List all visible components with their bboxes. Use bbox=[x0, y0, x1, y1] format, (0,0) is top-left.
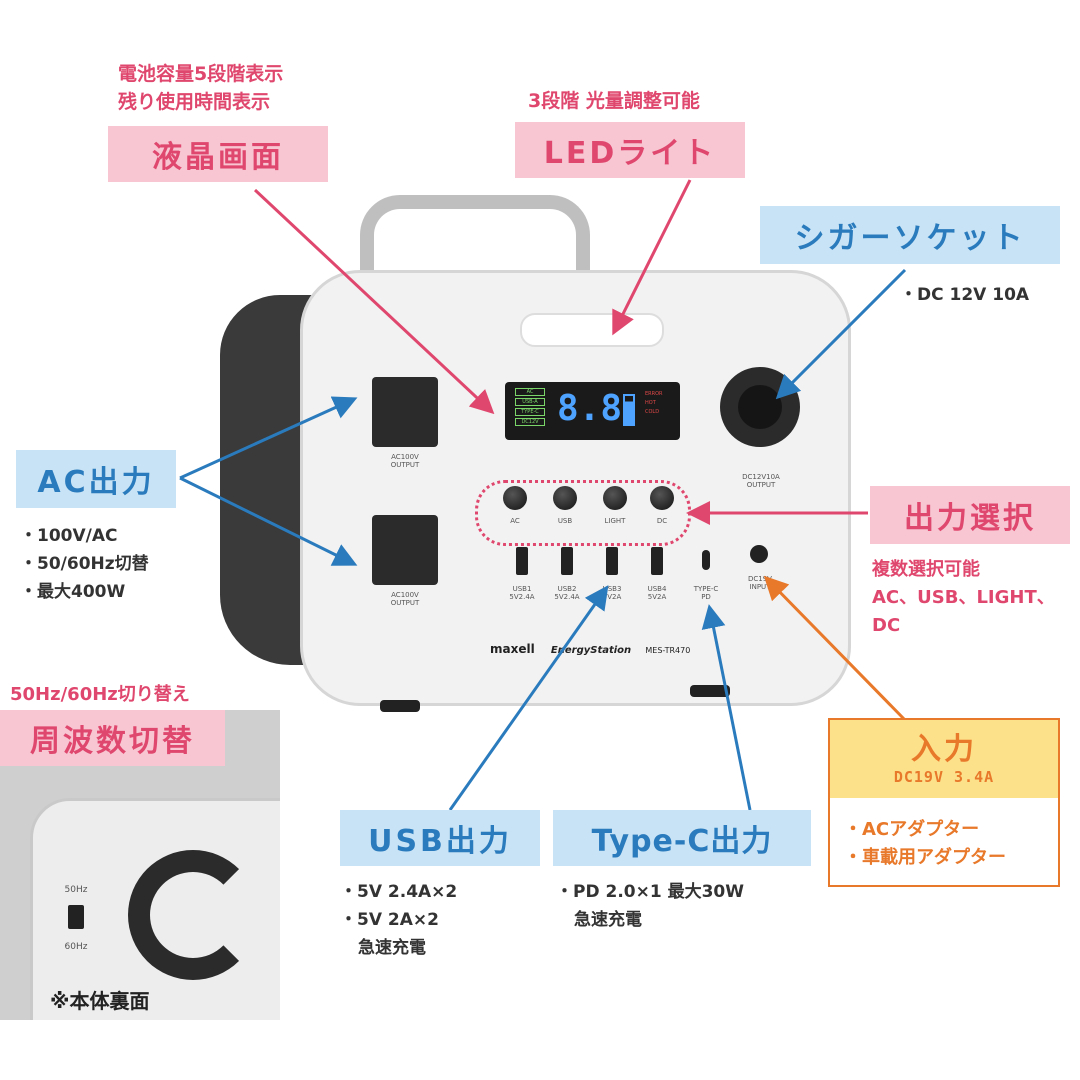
led-note: 3段階 光量調整可能 bbox=[528, 90, 700, 112]
input-label: 入力 bbox=[911, 732, 977, 767]
usb-port-2 bbox=[561, 547, 573, 575]
cigar-socket bbox=[720, 367, 800, 447]
frequency-switch[interactable] bbox=[68, 905, 84, 929]
usb-port-3 bbox=[606, 547, 618, 575]
input-arrow bbox=[763, 575, 907, 722]
ac-output-button-label: AC bbox=[510, 517, 520, 525]
output-select-label: 出力選択 bbox=[870, 486, 1070, 544]
input-header: 入力 DC19V 3.4A bbox=[830, 720, 1058, 798]
dc-output-button-label: DC bbox=[656, 517, 668, 525]
frequency-note: 50Hz/60Hz切り替え bbox=[10, 684, 190, 705]
ac-output-label: AC出力 bbox=[16, 450, 176, 508]
dc-output-button[interactable] bbox=[650, 486, 674, 510]
cigar-socket-label: シガーソケット bbox=[760, 206, 1060, 264]
usb-output-button[interactable] bbox=[553, 486, 577, 510]
cigar-arrow bbox=[775, 268, 907, 400]
typec-port bbox=[702, 550, 710, 570]
output-select-notes: 複数選択可能 AC、USB、LIGHT、 DC bbox=[872, 559, 1055, 636]
usb-port-1 bbox=[516, 547, 528, 575]
brand-logo: maxell EnergyStation MES-TR470 bbox=[490, 642, 691, 656]
hz60-label: 60Hz bbox=[64, 942, 88, 952]
led-light-bar bbox=[520, 313, 664, 347]
lcd-tags: AC USB-A TYPE-C DC12V bbox=[515, 388, 545, 426]
input-items: ・ACアダプター ・車載用アダプター bbox=[844, 819, 1006, 868]
dc-input-jack bbox=[750, 545, 768, 563]
device-foot bbox=[380, 700, 420, 712]
back-panel-caption: ※本体裏面 bbox=[50, 989, 150, 1013]
device-foot bbox=[690, 685, 730, 697]
typec-output-label: Type-C出力 bbox=[553, 810, 811, 866]
ac-arrow-1 bbox=[179, 396, 358, 480]
battery-gauge bbox=[623, 394, 635, 426]
input-spec: DC19V 3.4A bbox=[893, 768, 995, 786]
lcd-digits: 8.8 bbox=[557, 388, 623, 429]
led-label: LEDライト bbox=[515, 122, 745, 178]
fan-vent-icon bbox=[128, 850, 258, 980]
led-arrow bbox=[612, 179, 692, 336]
usb-output-specs: ・5V 2.4A×2 ・5V 2A×2 急速充電 bbox=[340, 882, 458, 958]
cigar-socket-spec: ・DC 12V 10A bbox=[900, 285, 1030, 305]
lcd-arrow bbox=[253, 188, 495, 415]
ac-outlet-2 bbox=[372, 515, 438, 585]
light-button-label: LIGHT bbox=[604, 517, 626, 525]
usb-arrow bbox=[448, 585, 609, 811]
input-callout: 入力 DC19V 3.4A ・ACアダプター ・車載用アダプター bbox=[828, 718, 1060, 887]
ac-output-specs: ・100V/AC ・50/60Hz切替 ・最大400W bbox=[20, 526, 149, 602]
cigar-socket-cap bbox=[738, 385, 782, 429]
usb-output-label: USB出力 bbox=[340, 810, 540, 866]
carry-handle bbox=[360, 195, 590, 290]
frequency-label: 周波数切替 bbox=[0, 710, 225, 766]
lcd-label: 液晶画面 bbox=[108, 126, 328, 182]
typec-arrow bbox=[701, 604, 752, 811]
usb-port-4 bbox=[651, 547, 663, 575]
usb-output-button-label: USB bbox=[557, 517, 573, 525]
ac-outlet-1 bbox=[372, 377, 438, 447]
typec-output-specs: ・PD 2.0×1 最大30W 急速充電 bbox=[556, 882, 745, 930]
lcd-note: 電池容量5段階表示 残り使用時間表示 bbox=[118, 63, 284, 113]
ac-output-button[interactable] bbox=[503, 486, 527, 510]
ac-arrow-2 bbox=[179, 476, 358, 566]
light-button[interactable] bbox=[603, 486, 627, 510]
hz50-label: 50Hz bbox=[64, 885, 88, 895]
